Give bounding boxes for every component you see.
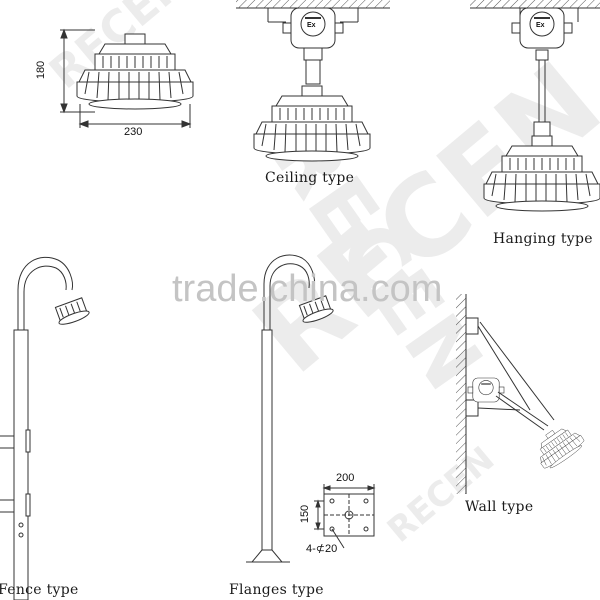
flanges-type-label: Flanges type <box>229 582 324 598</box>
site-watermark: trade.china.com <box>172 268 443 310</box>
fence-type-drawing <box>0 256 90 600</box>
hanging-junction-box-ex: Ex <box>536 22 545 29</box>
hanging-type-drawing <box>470 0 600 212</box>
hanging-type-label: Hanging type <box>493 231 593 247</box>
flange-height-label: 150 <box>299 504 312 524</box>
flanges-type-drawing <box>246 254 376 563</box>
flange-holes-label: 4-⊄20 <box>306 543 338 555</box>
ceiling-type-label: Ceiling type <box>265 170 355 186</box>
height-dimension-label: 180 <box>35 60 48 80</box>
ceiling-junction-box-ex: Ex <box>307 22 316 29</box>
ceiling-type-drawing <box>236 0 390 162</box>
dimensioned-fixture <box>60 28 194 128</box>
flange-width-label: 200 <box>336 472 355 484</box>
fence-type-label: Fence type <box>0 582 79 598</box>
width-dimension-label: 230 <box>124 126 143 138</box>
wall-type-drawing <box>456 294 588 494</box>
wall-type-label: Wall type <box>465 499 534 515</box>
